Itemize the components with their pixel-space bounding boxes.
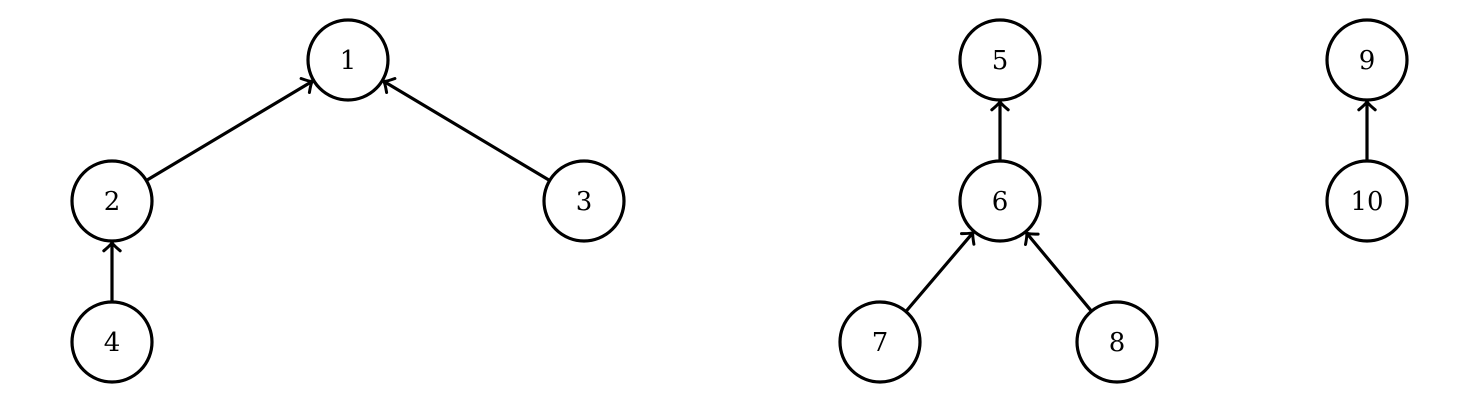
node-circle [1325, 18, 1409, 102]
node-label: 6 [992, 187, 1009, 217]
edge-line [381, 79, 552, 183]
node-label: 1 [340, 46, 357, 76]
node-1: 1 [306, 18, 390, 102]
edge-line [144, 79, 315, 183]
edge-2-to-1 [144, 77, 315, 183]
edge-line [904, 230, 976, 314]
edge-line [1024, 231, 1094, 313]
node-10: 10 [1325, 159, 1409, 243]
node-3: 3 [542, 159, 626, 243]
node-2: 2 [70, 159, 154, 243]
edges-layer [102, 77, 1377, 314]
node-label: 2 [104, 187, 121, 217]
edge-10-to-9 [1357, 99, 1377, 163]
edge-4-to-2 [102, 240, 122, 304]
node-circle [70, 300, 154, 384]
node-circle [838, 300, 922, 384]
node-6: 6 [958, 159, 1042, 243]
node-circle [542, 159, 626, 243]
node-label: 9 [1359, 46, 1376, 76]
node-circle [70, 159, 154, 243]
edge-6-to-5 [990, 99, 1010, 163]
node-label: 4 [104, 328, 121, 358]
node-5: 5 [958, 18, 1042, 102]
node-label: 8 [1109, 328, 1126, 358]
node-4: 4 [70, 300, 154, 384]
node-label: 5 [992, 46, 1009, 76]
node-circle [958, 18, 1042, 102]
node-label: 3 [576, 187, 593, 217]
node-7: 7 [838, 300, 922, 384]
nodes-layer: 1 2 3 4 5 6 7 8 9 10 [70, 18, 1409, 384]
node-label: 7 [872, 328, 889, 358]
node-8: 8 [1075, 300, 1159, 384]
node-circle [1075, 300, 1159, 384]
node-circle [1325, 159, 1409, 243]
node-circle [958, 159, 1042, 243]
edge-7-to-6 [904, 230, 976, 314]
node-label: 10 [1350, 187, 1383, 217]
node-9: 9 [1325, 18, 1409, 102]
edge-3-to-1 [381, 77, 552, 183]
node-circle [306, 18, 390, 102]
edge-8-to-6 [1024, 231, 1094, 313]
